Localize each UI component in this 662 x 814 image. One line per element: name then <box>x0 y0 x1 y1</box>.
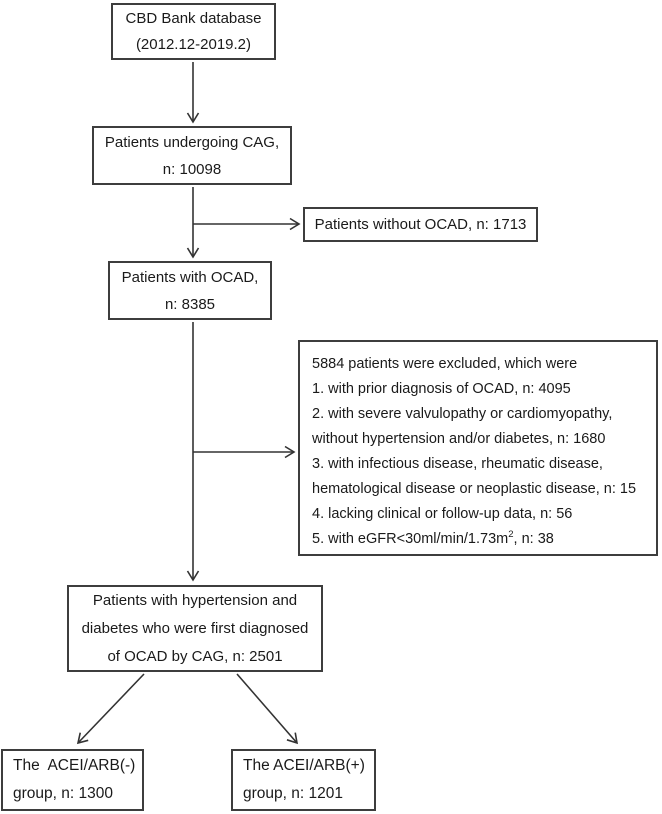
box-cbd-database-text: CBD Bank database (2012.12-2019.2) <box>125 9 262 53</box>
egfr-prefix: 5. with eGFR<30ml/min/1.73m <box>312 531 509 547</box>
box-acei-arb-positive-text: The ACEI/ARB(+) group, n: 1201 <box>243 757 365 802</box>
box-acei-arb-positive-group: The ACEI/ARB(+) group, n: 1201 <box>231 749 376 811</box>
box-patients-without-ocad-text: Patients without OCAD, n: 1713 <box>314 216 527 233</box>
box-patients-with-ocad-text: Patients with OCAD, n: 8385 <box>121 268 259 313</box>
egfr-superscript: 2 <box>508 529 514 541</box>
box-patients-undergoing-cag: Patients undergoing CAG, n: 10098 <box>92 126 292 185</box>
box-patients-with-ocad: Patients with OCAD, n: 8385 <box>108 261 272 320</box>
box-excluded-criteria-lines: 5884 patients were excluded, which were … <box>312 356 637 522</box>
box-patients-undergoing-cag-text: Patients undergoing CAG, n: 10098 <box>104 133 280 178</box>
arrow-final-to-acei-negative <box>76 673 145 745</box>
box-acei-arb-negative-text: The ACEI/ARB(-) group, n: 1300 <box>13 757 136 802</box>
box-excluded-patients: 5884 patients were excluded, which were … <box>298 340 658 556</box>
box-final-cohort-text: Patients with hypertension and diabetes … <box>81 591 309 665</box>
arrow-final-to-acei-positive <box>236 673 299 745</box>
box-acei-arb-negative-group: The ACEI/ARB(-) group, n: 1300 <box>1 749 144 811</box>
box-cbd-database: CBD Bank database (2012.12-2019.2) <box>111 3 276 60</box>
egfr-suffix: , n: 38 <box>513 531 554 547</box>
box-final-cohort: Patients with hypertension and diabetes … <box>67 585 323 672</box>
box-excluded-egfr-line: 5. with eGFR<30ml/min/1.73m2, n: 38 <box>312 527 652 552</box>
box-patients-without-ocad: Patients without OCAD, n: 1713 <box>303 207 538 242</box>
